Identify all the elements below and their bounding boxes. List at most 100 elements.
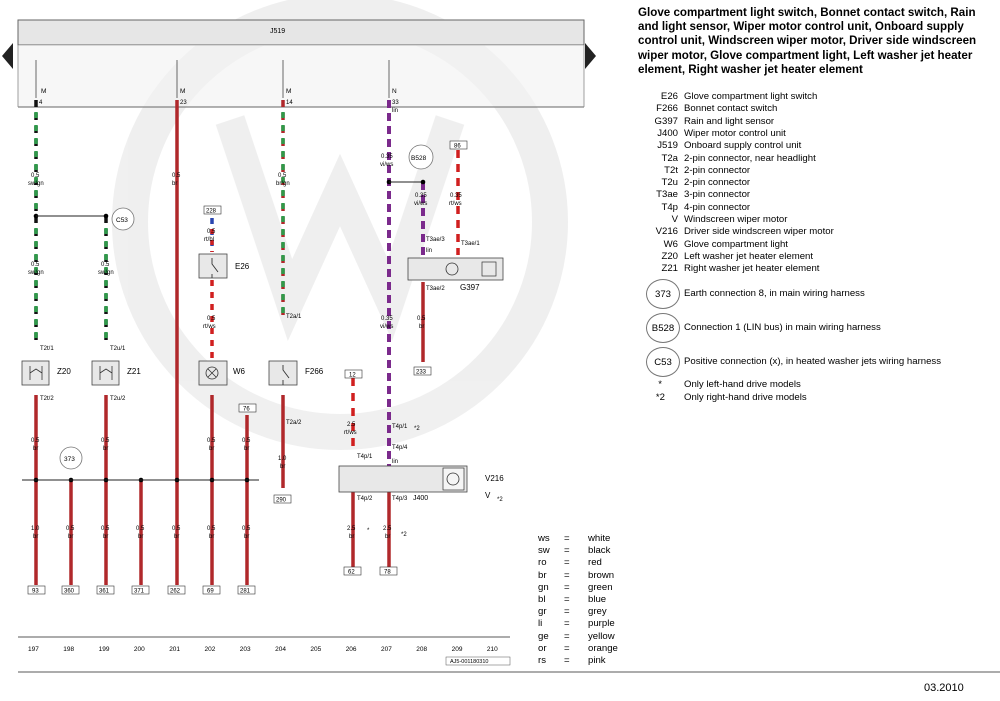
svg-text:0.5: 0.5 <box>207 438 216 444</box>
connection-373: 373 <box>59 446 83 470</box>
svg-text:290: 290 <box>276 498 287 504</box>
svg-text:0.5: 0.5 <box>242 526 251 532</box>
svg-text:br: br <box>33 534 38 540</box>
svg-text:T2a/2: T2a/2 <box>286 420 302 426</box>
svg-text:*2: *2 <box>414 426 420 432</box>
svg-text:B528: B528 <box>411 155 427 162</box>
component-w6: W6 <box>198 360 246 386</box>
svg-text:0.5: 0.5 <box>31 262 40 268</box>
previous-page-arrow[interactable] <box>2 43 13 69</box>
svg-text:14: 14 <box>286 100 293 106</box>
column-number: 199 <box>99 646 110 653</box>
svg-text:W6: W6 <box>233 367 246 376</box>
svg-text:0.5: 0.5 <box>31 438 40 444</box>
svg-text:sw/gn: sw/gn <box>28 181 44 187</box>
j519-control-unit-bar <box>17 19 585 46</box>
svg-text:23: 23 <box>180 100 187 106</box>
svg-text:2.5: 2.5 <box>383 526 392 532</box>
svg-text:0.5: 0.5 <box>172 173 181 179</box>
wire-labels: 4 23 14 33 lin 0.5sw/gn 0.5sw/gn 0.5sw/g… <box>28 100 480 540</box>
svg-text:br: br <box>349 534 354 540</box>
svg-text:0.5: 0.5 <box>172 526 181 532</box>
column-number: 198 <box>63 646 74 653</box>
svg-text:vi/ws: vi/ws <box>414 201 427 207</box>
svg-text:br: br <box>244 534 249 540</box>
svg-text:br: br <box>138 534 143 540</box>
svg-text:V: V <box>485 491 491 500</box>
svg-text:*2: *2 <box>497 497 503 503</box>
column-number: 209 <box>452 646 463 653</box>
svg-text:T4p/4: T4p/4 <box>392 445 408 451</box>
svg-text:T2t/1: T2t/1 <box>40 346 54 352</box>
svg-text:br: br <box>280 464 285 470</box>
svg-text:br: br <box>385 534 390 540</box>
svg-text:T3ae/3: T3ae/3 <box>426 237 445 243</box>
svg-text:0.35: 0.35 <box>381 316 393 322</box>
svg-text:0.5: 0.5 <box>207 526 216 532</box>
svg-text:vi/ws: vi/ws <box>380 162 393 168</box>
diagram-title: Glove compartment light switch, Bonnet c… <box>638 6 977 76</box>
svg-text:0.5: 0.5 <box>207 316 216 322</box>
svg-text:373: 373 <box>64 456 75 463</box>
column-number: 200 <box>134 646 145 653</box>
svg-text:T3ae/1: T3ae/1 <box>461 241 480 247</box>
svg-text:T4p/1: T4p/1 <box>392 424 408 430</box>
svg-text:br: br <box>33 446 38 452</box>
column-number: 202 <box>205 646 216 653</box>
svg-text:J400: J400 <box>413 495 428 502</box>
svg-text:lin: lin <box>392 459 398 465</box>
column-number: 206 <box>346 646 357 653</box>
svg-text:rt/ws: rt/ws <box>344 430 357 436</box>
component-g397: G397 <box>407 257 504 292</box>
svg-text:0.5: 0.5 <box>136 526 145 532</box>
svg-text:0.5: 0.5 <box>242 438 251 444</box>
connection-c53: C53 <box>111 207 135 231</box>
svg-text:Z21: Z21 <box>127 367 141 376</box>
svg-text:0.5: 0.5 <box>101 262 110 268</box>
svg-text:sw/gn: sw/gn <box>28 270 44 276</box>
svg-text:69: 69 <box>207 589 214 595</box>
svg-text:93: 93 <box>32 589 39 595</box>
svg-text:br: br <box>103 446 108 452</box>
column-number: 197 <box>28 646 39 653</box>
svg-text:86: 86 <box>454 144 461 150</box>
svg-text:rt/ws: rt/ws <box>203 324 216 330</box>
component-z21: Z21 <box>91 360 141 386</box>
svg-text:Z20: Z20 <box>57 367 71 376</box>
svg-text:228: 228 <box>206 209 217 215</box>
svg-text:360: 360 <box>64 589 75 595</box>
svg-text:33: 33 <box>392 100 399 106</box>
svg-text:V216: V216 <box>485 474 504 483</box>
svg-text:T2u/1: T2u/1 <box>110 346 126 352</box>
svg-text:0.5: 0.5 <box>207 229 216 235</box>
component-z20: Z20 <box>21 360 71 386</box>
svg-text:T4p/2: T4p/2 <box>357 496 373 502</box>
svg-text:0.5: 0.5 <box>278 173 287 179</box>
svg-text:lin: lin <box>392 108 398 114</box>
next-page-arrow[interactable] <box>585 43 596 69</box>
svg-text:262: 262 <box>170 589 181 595</box>
reference-boxes: 228 76 12 86 93 360 361 371 262 69 281 2… <box>27 140 468 595</box>
svg-text:vi/ws: vi/ws <box>380 324 393 330</box>
svg-text:*: * <box>367 528 370 534</box>
svg-text:1.0: 1.0 <box>278 456 287 462</box>
svg-text:0.5: 0.5 <box>101 526 110 532</box>
column-number: 208 <box>416 646 427 653</box>
component-j400-v216-v: J400 V216 V *2 <box>338 465 504 503</box>
column-number: 205 <box>310 646 321 653</box>
svg-text:br: br <box>172 181 177 187</box>
pin-label-m2: M <box>180 88 185 95</box>
wire-197 <box>33 100 39 585</box>
svg-text:br: br <box>244 446 249 452</box>
svg-text:sw/gn: sw/gn <box>98 270 114 276</box>
connection-b528: B528 <box>408 144 434 170</box>
column-number: 201 <box>169 646 180 653</box>
column-number: 204 <box>275 646 286 653</box>
svg-text:G397: G397 <box>460 283 480 292</box>
svg-text:76: 76 <box>243 407 250 413</box>
svg-text:233: 233 <box>416 370 427 376</box>
svg-text:371: 371 <box>134 589 145 595</box>
svg-text:F266: F266 <box>305 367 324 376</box>
